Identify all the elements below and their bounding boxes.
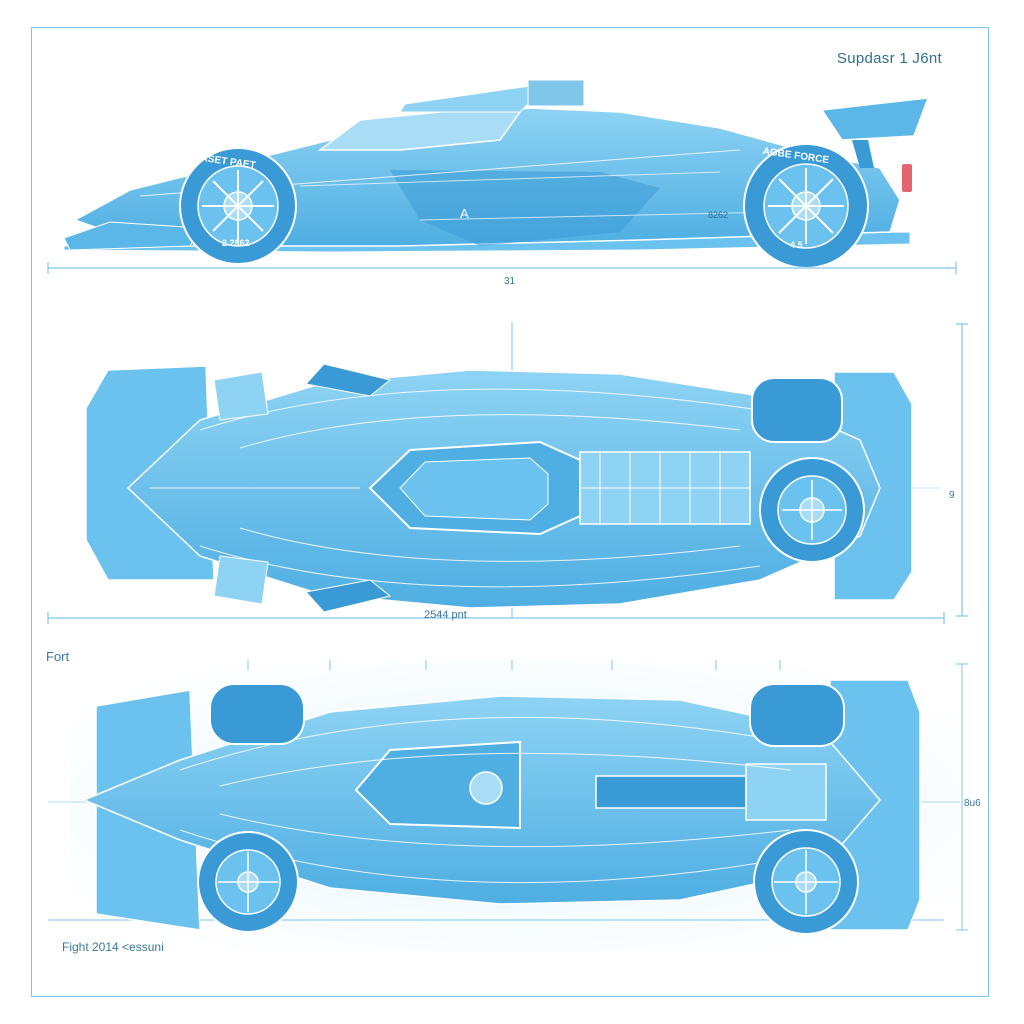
side-view: ASET PAET 2 2862 AGBE FORCE 4 5 A 8262 xyxy=(47,79,957,274)
rear-wheel-side xyxy=(743,143,869,269)
front-wheel-side xyxy=(179,147,297,265)
footer-label: Fight 2014 <essuni xyxy=(62,940,164,954)
bottom-wheels xyxy=(197,683,859,935)
rear-code: 8262 xyxy=(708,210,728,220)
side-dimension-label: 31 xyxy=(504,276,516,287)
sheet-title: Supdasr 1 J6nt xyxy=(836,50,942,67)
bottom-view-label: Fort xyxy=(46,649,70,664)
top-dimension-horizontal-label: 2544 pnt xyxy=(424,609,467,621)
rear-tire-text-lower: 4 5 xyxy=(790,240,803,250)
body-letter: A xyxy=(460,206,469,221)
front-tire-text-lower: 2 2862 xyxy=(222,238,250,248)
top-view xyxy=(47,322,968,624)
drawing-frame xyxy=(31,27,989,997)
bottom-dimension-vertical-label: 8u6 xyxy=(964,798,981,809)
bottom-view xyxy=(48,660,968,952)
top-dimension-vertical-label: 9 xyxy=(949,490,955,501)
